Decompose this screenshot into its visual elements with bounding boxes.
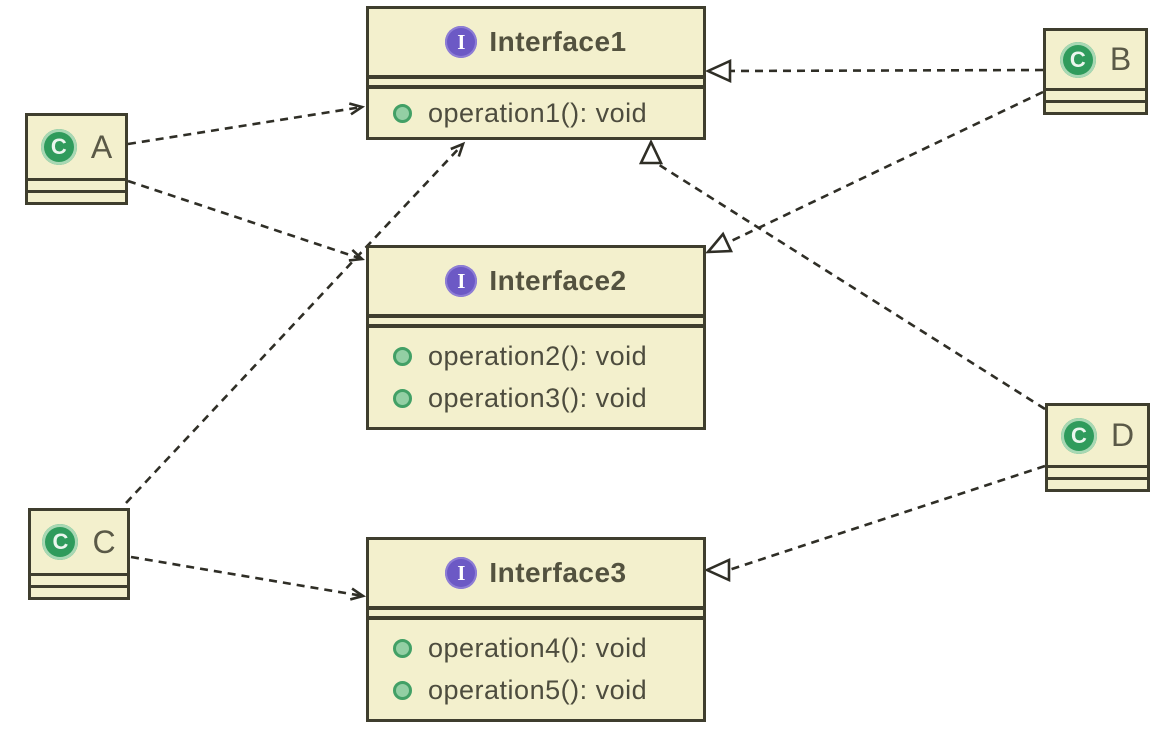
operation-row: operation3(): void xyxy=(369,383,703,414)
realization-b-to-interface2[interactable] xyxy=(726,90,1044,245)
operation-label: operation1(): void xyxy=(428,97,648,128)
operation-icon xyxy=(393,347,412,366)
interface2-header: I Interface2 xyxy=(369,248,703,314)
realization-d-to-interface3[interactable] xyxy=(728,464,1046,572)
class-d-box[interactable]: C D xyxy=(1045,403,1150,492)
interface1-header: I Interface1 xyxy=(369,9,703,75)
compartment-separator xyxy=(369,314,703,328)
realization-triangle-interface1-bottom xyxy=(638,138,664,165)
interface3-name: Interface3 xyxy=(489,557,627,588)
operation-icon xyxy=(393,639,412,658)
operation-row: operation1(): void xyxy=(369,98,703,129)
compartment-separator xyxy=(369,606,703,620)
interface3-box[interactable]: I Interface3 operation4(): void operatio… xyxy=(366,537,706,722)
empty-operations-compartment xyxy=(1046,100,1145,112)
operation-label: operation5(): void xyxy=(428,675,648,705)
realization-triangle-interface3-right xyxy=(703,557,731,583)
interface-icon: I xyxy=(445,557,478,589)
empty-operations-compartment xyxy=(1048,477,1147,489)
operation-label: operation4(): void xyxy=(428,633,648,663)
interface2-box[interactable]: I Interface2 operation2(): void operatio… xyxy=(366,245,706,430)
class-b-header: C B xyxy=(1046,31,1145,88)
empty-attributes-compartment xyxy=(1046,88,1145,100)
class-a-name: A xyxy=(90,128,113,165)
class-c-header: C C xyxy=(31,511,127,573)
interface1-name: Interface1 xyxy=(489,26,627,57)
operation-row: operation5(): void xyxy=(369,675,703,706)
realization-triangle-interface1-right xyxy=(704,58,732,84)
dependency-a-to-interface1[interactable] xyxy=(127,102,366,146)
class-b-box[interactable]: C B xyxy=(1043,28,1148,115)
class-icon: C xyxy=(1060,417,1097,454)
class-b-name: B xyxy=(1109,41,1132,77)
class-a-box[interactable]: C A xyxy=(25,113,128,205)
empty-operations-compartment xyxy=(31,585,127,597)
empty-attributes-compartment xyxy=(28,178,125,190)
class-icon: C xyxy=(42,524,79,560)
empty-operations-compartment xyxy=(28,190,125,202)
interface1-box[interactable]: I Interface1 operation1(): void xyxy=(366,6,706,140)
realization-d-to-interface1[interactable] xyxy=(652,159,1046,411)
dependency-c-to-interface1[interactable] xyxy=(125,141,466,504)
realization-b-to-interface1[interactable] xyxy=(728,68,1044,73)
operation-label: operation3(): void xyxy=(428,383,648,413)
class-c-name: C xyxy=(92,523,116,560)
empty-attributes-compartment xyxy=(31,573,127,585)
realization-triangle-interface2-top xyxy=(705,231,734,254)
class-icon: C xyxy=(40,129,77,165)
compartment-separator xyxy=(369,75,703,89)
interface2-name: Interface2 xyxy=(489,265,627,296)
class-icon: C xyxy=(1059,41,1096,78)
interface3-header: I Interface3 xyxy=(369,540,703,606)
class-c-box[interactable]: C C xyxy=(28,508,130,600)
dependency-a-to-interface2[interactable] xyxy=(127,179,365,262)
interface-icon: I xyxy=(445,26,478,58)
operation-label: operation2(): void xyxy=(428,341,648,371)
operation-row: operation2(): void xyxy=(369,341,703,372)
dependency-c-to-interface3[interactable] xyxy=(130,555,367,601)
operation-icon xyxy=(393,389,412,408)
class-a-header: C A xyxy=(28,116,125,178)
class-d-name: D xyxy=(1110,417,1135,453)
operation-icon xyxy=(393,103,412,123)
operation-row: operation4(): void xyxy=(369,633,703,664)
class-d-header: C D xyxy=(1048,406,1147,465)
interface-icon: I xyxy=(445,265,478,297)
empty-attributes-compartment xyxy=(1048,465,1147,477)
operation-icon xyxy=(393,681,412,700)
